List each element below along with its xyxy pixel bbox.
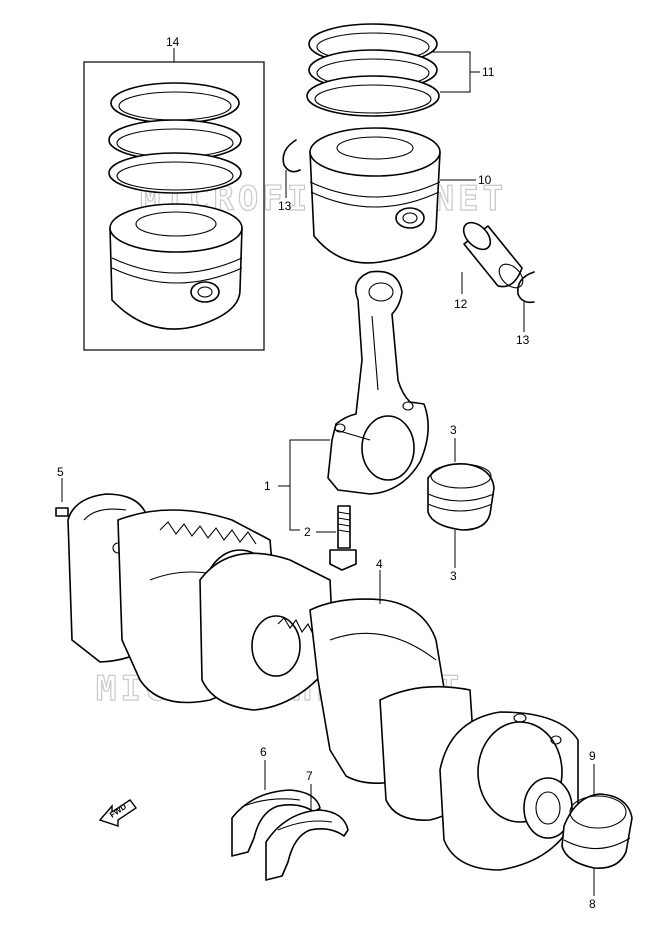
callout-11: 11 [482, 65, 495, 79]
callout-6: 6 [260, 745, 267, 759]
callout-12: 12 [454, 297, 468, 311]
thrust-bearing-7 [265, 809, 349, 881]
piston-10 [309, 127, 441, 264]
connecting-rod-1 [327, 270, 429, 495]
main-bearing-8-9 [561, 793, 633, 869]
callout-14: 14 [166, 35, 180, 49]
rod-bolt-2 [329, 505, 357, 571]
callout-13-right: 13 [516, 333, 530, 347]
callout-5: 5 [57, 465, 64, 479]
callout-1: 1 [264, 479, 271, 493]
piston-pin-12 [462, 221, 524, 289]
callout-3-bottom: 3 [450, 569, 457, 583]
callout-8: 8 [589, 897, 596, 911]
piston-rings-set-14 [108, 82, 242, 194]
circlip-13-left [282, 139, 301, 173]
callout-10: 10 [478, 173, 492, 187]
piston-set-box [83, 48, 265, 351]
callout-4: 4 [376, 557, 383, 571]
conrod-bearing-3 [427, 462, 495, 531]
piston-14 [109, 203, 243, 330]
key-5 [55, 507, 69, 517]
piston-rings-11 [306, 23, 440, 117]
callout-13-left: 13 [278, 199, 292, 213]
callout-2: 2 [304, 525, 311, 539]
fwd-arrow-icon: FWD [98, 799, 138, 827]
callout-7: 7 [306, 769, 313, 783]
circlip-13-right [517, 271, 535, 304]
crankshaft-4 [67, 493, 579, 871]
callout-9: 9 [589, 749, 596, 763]
callout-3-top: 3 [450, 423, 457, 437]
